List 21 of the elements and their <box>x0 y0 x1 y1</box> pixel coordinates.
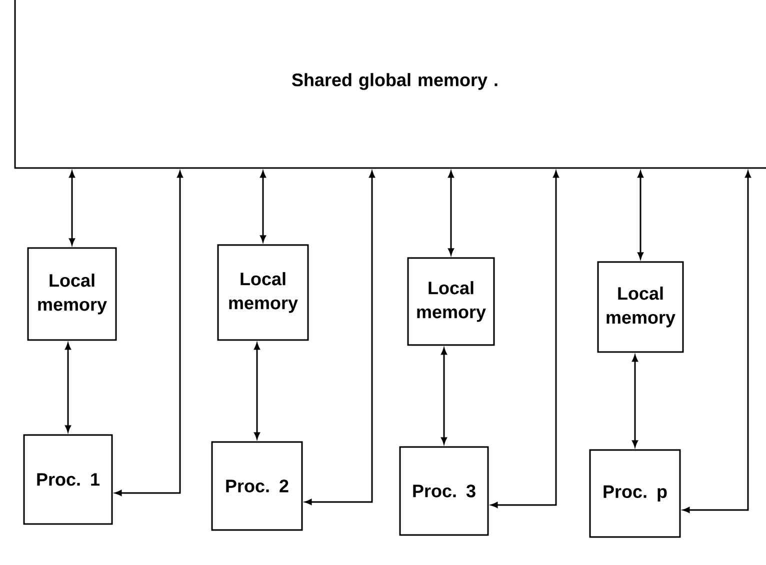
arrow <box>65 342 71 432</box>
arrow <box>305 171 375 505</box>
local-memory-box: Local memory <box>597 261 684 353</box>
local-memory-box: Local memory <box>27 247 117 341</box>
local-memory-box: Local memory <box>407 257 495 346</box>
arrow <box>682 171 751 513</box>
arrow <box>69 171 75 245</box>
arrow <box>491 171 559 508</box>
arrow <box>638 171 644 259</box>
processor-box: Proc. 1 <box>23 434 113 525</box>
arrow <box>254 342 260 439</box>
processor-box: Proc. 3 <box>399 446 489 536</box>
processor-box: Proc. 2 <box>211 441 303 531</box>
memory-box: Shared global memory . <box>14 0 766 169</box>
arrow <box>448 171 454 255</box>
arrow <box>260 171 266 242</box>
arrow <box>632 354 638 447</box>
processor-box: Proc. p <box>589 449 681 538</box>
arrow <box>115 171 183 496</box>
local-memory-box: Local memory <box>217 244 309 341</box>
arrow <box>441 348 447 444</box>
